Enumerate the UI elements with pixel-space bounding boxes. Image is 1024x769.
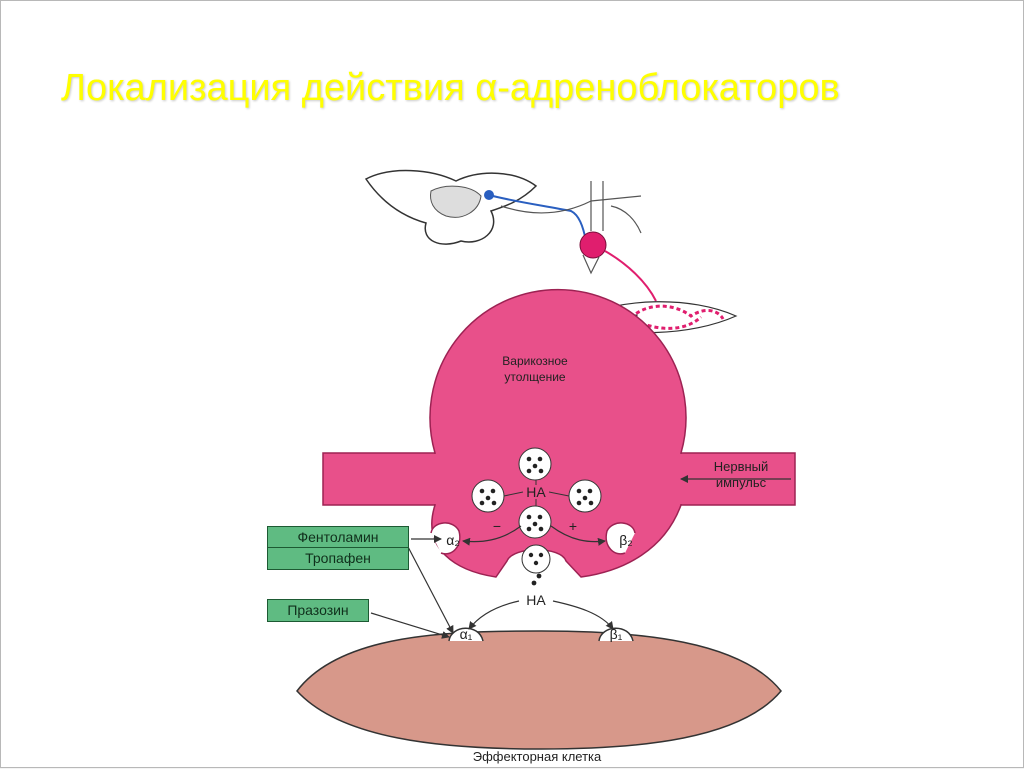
varicosity-label-line1: Варикозное [502,354,568,368]
alpha2-label: α₂ [446,532,460,548]
drug-box-prazosin: Празозин [267,599,369,622]
vesicle [518,447,552,481]
effector-cell [296,627,782,750]
sympathetic-ganglion [579,231,657,302]
receptor-alpha1-site [448,627,484,642]
impulse-label-line1: Нервный [714,459,769,474]
vesicle [518,505,552,539]
plus-sign: + [569,518,577,534]
prazosin-to-alpha1-arrow [370,612,450,639]
receptor-beta2-site [605,522,636,555]
spinal-cord-schematic [364,169,642,245]
vesicle-releasing [521,544,551,586]
na-inside-label: НА [526,484,546,500]
slide-title: Локализация действия α-адреноблокаторов [61,67,840,109]
receptor-beta1-site [598,627,634,642]
drug-box-tropafen: Тропафен [267,547,409,570]
na-to-beta1-arrow [552,600,614,630]
vesicle [471,479,505,513]
na-to-alpha1-arrow [468,600,520,630]
effector-cell-label: Эффекторная клетка [473,749,602,764]
drug-to-alpha1-arrow [405,542,454,634]
transmitter-lines [503,480,570,506]
na-cleft-label: НА [526,592,546,608]
minus-sign: − [493,518,501,534]
feedback-arrow-beta2 [550,525,606,546]
vesicle [568,479,602,513]
alpha1-label: α₁ [460,626,473,642]
drug-box-phentolamine: Фентоламин [267,526,409,549]
varicosity-label-line2: утолщение [504,370,566,384]
impulse-label-line2: импульс [716,475,767,490]
synaptic-vesicles [471,447,602,586]
receptor-alpha2-site [430,522,461,555]
feedback-arrow-alpha2 [462,525,522,546]
beta1-label: β₁ [610,626,623,642]
beta2-label: β₂ [619,532,633,548]
arrows [370,475,791,639]
